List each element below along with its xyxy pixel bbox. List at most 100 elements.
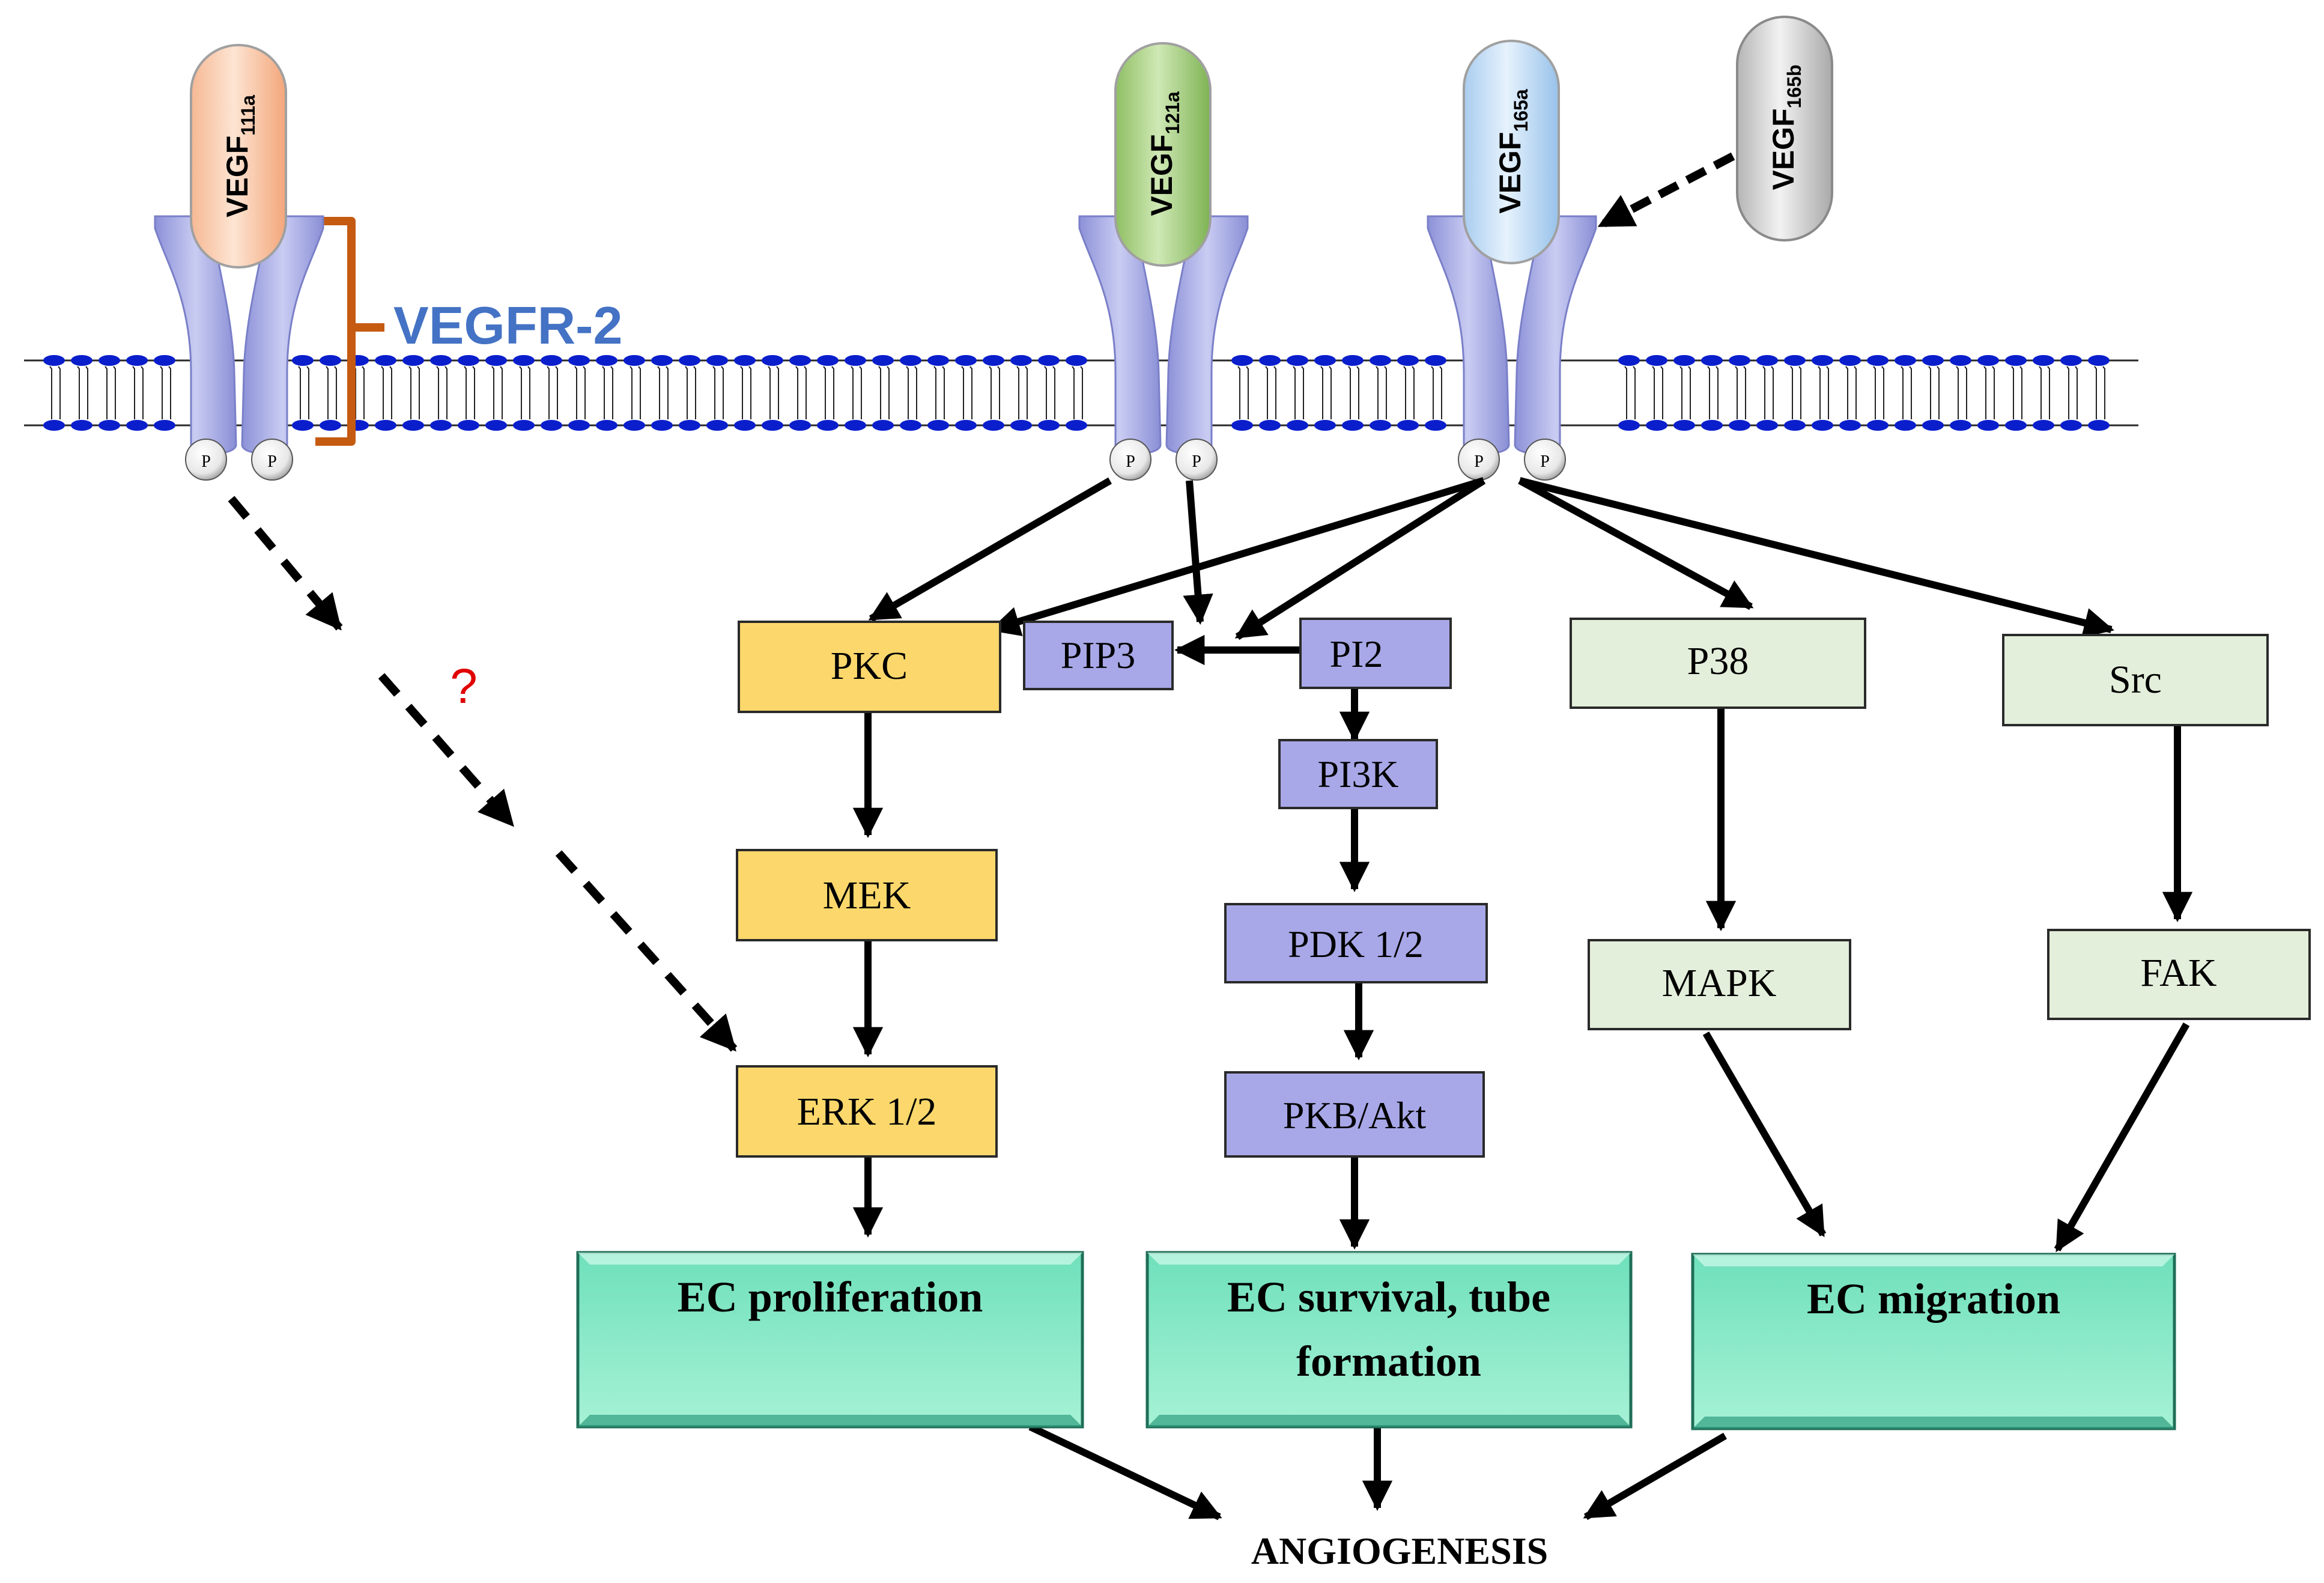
lipid	[568, 355, 590, 431]
phosphate-group: P	[1109, 439, 1151, 481]
svg-text:P38: P38	[1687, 639, 1749, 683]
phosphate-group: P	[1524, 439, 1566, 481]
pip3-node: PIP3	[1023, 621, 1174, 690]
lipid	[126, 355, 148, 431]
mapk-node: MAPK	[1588, 939, 1851, 1030]
lipid	[1839, 355, 1861, 431]
lipid	[1756, 355, 1778, 431]
cell-membrane	[24, 355, 2138, 431]
ec-proliferation-outcome: EC proliferation	[576, 1251, 1084, 1429]
lipid	[402, 355, 424, 431]
pi2-node: PI2	[1299, 618, 1452, 689]
erk-node: ERK 1/2	[736, 1065, 998, 1158]
lipid	[541, 355, 562, 431]
lipid	[2005, 355, 2027, 431]
lipid	[154, 355, 175, 431]
svg-text:PKB/Akt: PKB/Akt	[1283, 1094, 1427, 1137]
svg-text:PI3K: PI3K	[1317, 753, 1398, 795]
lipid	[1895, 355, 1916, 431]
svg-text:P: P	[1126, 452, 1135, 471]
lipid	[99, 355, 120, 431]
lipid	[1259, 355, 1281, 431]
vegf111a-unknown-pathway	[228, 496, 738, 1052]
receptor-bracket	[315, 217, 384, 446]
pdk-node: PDK 1/2	[1224, 903, 1488, 983]
phosphate-group: P	[1176, 439, 1218, 481]
lipid	[872, 355, 894, 431]
lipid	[1646, 355, 1667, 431]
svg-text:P: P	[1192, 452, 1201, 471]
lipid	[1977, 355, 1999, 431]
lipid	[1922, 355, 1944, 431]
lipid	[43, 355, 65, 431]
lipid	[1812, 355, 1833, 431]
svg-text:EC proliferation: EC proliferation	[678, 1273, 983, 1321]
lipid	[845, 355, 866, 431]
lipid	[2060, 355, 2082, 431]
svg-text:VEGF121a: VEGF121a	[1145, 91, 1183, 216]
lipid	[817, 355, 839, 431]
svg-text:FAK: FAK	[2140, 951, 2216, 995]
lipid	[1950, 355, 1971, 431]
pkb-akt-node: PKB/Akt	[1224, 1071, 1485, 1158]
lipid	[2033, 355, 2054, 431]
lipid	[983, 355, 1004, 431]
pi3k-node: PI3K	[1278, 739, 1438, 809]
svg-text:PIP3: PIP3	[1061, 634, 1136, 676]
lipid	[71, 355, 93, 431]
lipid	[927, 355, 949, 431]
lipid	[762, 355, 783, 431]
svg-text:P: P	[1540, 452, 1550, 471]
svg-text:ERK 1/2: ERK 1/2	[797, 1090, 937, 1134]
lipid	[430, 355, 452, 431]
lipid	[1038, 355, 1060, 431]
svg-text:EC migration: EC migration	[1807, 1275, 2060, 1323]
src-node: Src	[2002, 634, 2269, 726]
lipid	[955, 355, 977, 431]
svg-text:VEGF165a: VEGF165a	[1493, 89, 1532, 214]
pkc-node: PKC	[738, 621, 1001, 713]
lipid	[292, 355, 314, 431]
lipid	[596, 355, 617, 431]
svg-text:P: P	[1474, 452, 1484, 471]
p38-node: P38	[1570, 618, 1866, 709]
lipid	[1287, 355, 1308, 431]
lipid	[513, 355, 535, 431]
lipid	[1066, 355, 1087, 431]
vegf111a-ligand: VEGF111a	[190, 44, 287, 269]
svg-text:EC survival, tube: EC survival, tube	[1227, 1273, 1550, 1321]
lipid	[1867, 355, 1889, 431]
lipid	[458, 355, 479, 431]
angiogenesis-label: ANGIOGENESIS	[1251, 1530, 1548, 1572]
lipid	[2088, 355, 2110, 431]
svg-text:PDK 1/2: PDK 1/2	[1288, 923, 1424, 965]
lipid	[651, 355, 673, 431]
lipid	[1397, 355, 1419, 431]
lipid	[1314, 355, 1336, 431]
lipid	[900, 355, 921, 431]
lipid	[485, 355, 507, 431]
lipid	[1370, 355, 1391, 431]
svg-text:P: P	[267, 452, 277, 471]
lipid	[734, 355, 756, 431]
lipid	[1010, 355, 1032, 431]
fak-node: FAK	[2047, 929, 2311, 1020]
phosphate-group: P	[251, 439, 293, 481]
mek-node: MEK	[736, 849, 998, 941]
svg-text:P: P	[201, 452, 211, 471]
lipid	[1784, 355, 1806, 431]
svg-text:PKC: PKC	[831, 644, 908, 688]
vegf165b-inhibition-arrow	[1597, 152, 1735, 229]
lipid	[679, 355, 700, 431]
svg-text:formation: formation	[1296, 1337, 1481, 1385]
lipid	[1231, 355, 1253, 431]
unknown-mechanism-mark: ?	[450, 659, 478, 714]
vegfr2-label: VEGFR-2	[393, 296, 622, 355]
lipid	[1673, 355, 1695, 431]
lipid	[1342, 355, 1364, 431]
lipid	[320, 355, 341, 431]
